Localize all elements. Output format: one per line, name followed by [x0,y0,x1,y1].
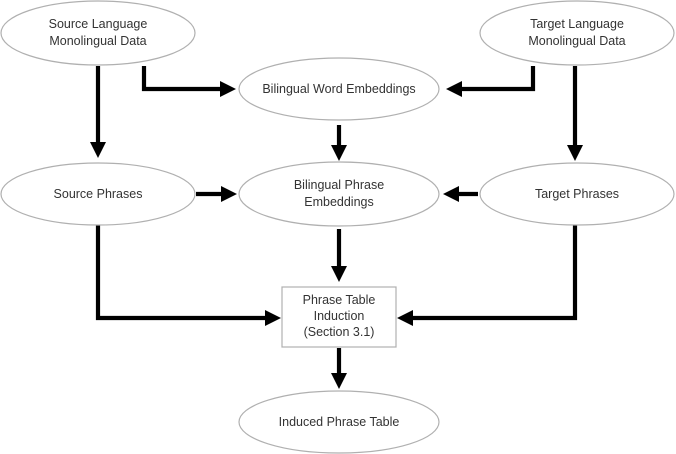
node-label-line: Induction [314,309,365,323]
node-label-line: Monolingual Data [528,34,625,48]
node-label-line: Monolingual Data [49,34,146,48]
arrow-target-mono-to-bwe [446,66,536,97]
arrow-target-mono-to-target-phrases [567,66,583,161]
node-target-phrases: Target Phrases [479,162,675,226]
arrow-bwe-to-bpe [331,125,347,161]
node-source-phrases: Source Phrases [0,162,196,226]
arrow-induction-to-output [331,348,347,389]
arrow-source-phrases-to-bpe [196,186,237,202]
node-label-line: Embeddings [304,195,374,209]
arrow-source-phrases-to-induction [95,224,281,326]
node-label-line: Phrase Table [303,293,376,307]
node-induced-phrase-table: Induced Phrase Table [238,390,440,454]
node-label-line: Bilingual Phrase [294,178,384,192]
node-label-line: Target Language [530,17,624,31]
node-bilingual-word-embeddings: Bilingual Word Embeddings [238,57,440,121]
node-source-monolingual-data: Source Language Monolingual Data [0,0,196,66]
node-target-monolingual-data: Target Language Monolingual Data [479,0,675,66]
node-label-line: Bilingual Word Embeddings [262,82,415,96]
node-label-line: Induced Phrase Table [279,415,400,429]
node-phrase-table-induction: Phrase Table Induction (Section 3.1) [281,286,397,348]
arrow-bpe-to-induction [331,229,347,282]
node-label-line: Source Language [49,17,148,31]
arrow-source-mono-to-source-phrases [90,66,106,158]
node-label-line: Target Phrases [535,187,619,201]
node-label-line: (Section 3.1) [304,325,375,339]
arrow-target-phrases-to-induction [397,224,578,326]
arrow-source-mono-to-bwe [141,66,236,97]
node-label-line: Source Phrases [54,187,143,201]
arrow-target-phrases-to-bpe [443,186,478,202]
node-bilingual-phrase-embeddings: Bilingual Phrase Embeddings [238,161,440,227]
